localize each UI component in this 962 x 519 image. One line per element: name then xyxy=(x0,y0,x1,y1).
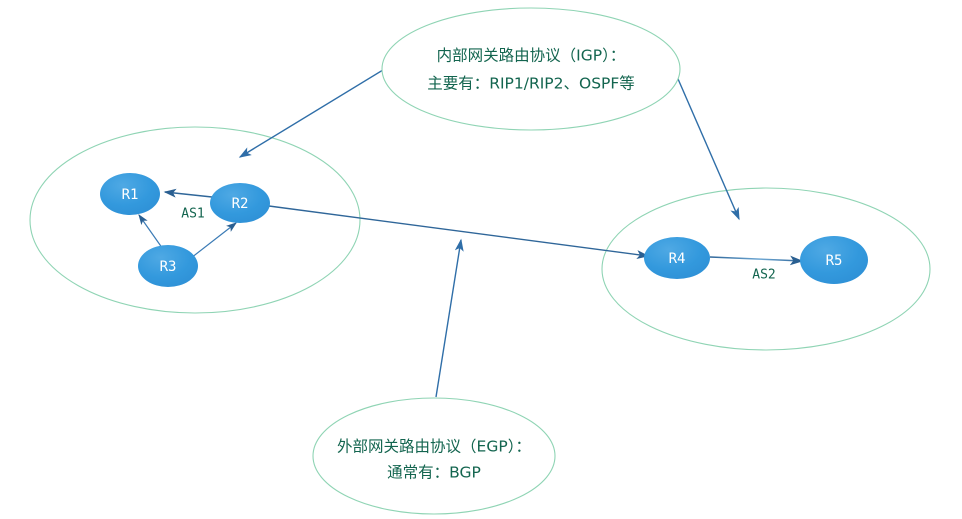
callout-pointer-egp-to-link xyxy=(435,238,464,398)
router-node-r1[interactable]: R1 xyxy=(100,173,160,215)
router-shape-r3 xyxy=(138,245,198,287)
router-label-r3: R3 xyxy=(160,259,177,275)
callout-egp-line1: 外部网关路由协议（EGP）： xyxy=(337,438,531,456)
router-node-r2[interactable]: R2 xyxy=(210,183,270,223)
callout-pointer-igp-to-as1 xyxy=(238,69,384,158)
callout-igp-line1: 内部网关路由协议（IGP）： xyxy=(437,47,626,65)
callout-egp-line2: 通常有：BGP xyxy=(387,464,481,482)
as2-label: AS2 xyxy=(752,268,775,283)
router-label-r5: R5 xyxy=(826,253,843,269)
router-shape-r2 xyxy=(210,183,270,223)
router-shape-r4 xyxy=(644,237,710,279)
router-label-r4: R4 xyxy=(669,251,686,267)
as1-label: AS1 xyxy=(181,207,204,222)
router-node-r3[interactable]: R3 xyxy=(138,245,198,287)
router-label-r2: R2 xyxy=(232,196,249,212)
callout-egp[interactable]: 外部网关路由协议（EGP）： 通常有：BGP xyxy=(312,397,556,515)
router-shape-r1 xyxy=(100,173,160,215)
link-r4-to-r5 xyxy=(709,255,804,266)
callout-igp[interactable]: 内部网关路由协议（IGP）： 主要有：RIP1/RIP2、OSPF等 xyxy=(381,7,681,131)
link-r3-to-r2 xyxy=(190,222,237,259)
router-shape-r5 xyxy=(800,236,868,284)
callout-egp-ellipse xyxy=(312,397,556,515)
router-node-r5[interactable]: R5 xyxy=(800,236,868,284)
callout-pointer-igp-to-as2 xyxy=(674,71,740,221)
link-r2-to-r4 xyxy=(268,205,650,259)
router-label-r1: R1 xyxy=(122,187,139,203)
router-node-r4[interactable]: R4 xyxy=(644,237,710,279)
as2-boundary-ellipse xyxy=(601,187,931,351)
callout-igp-ellipse xyxy=(381,7,681,131)
as1-boundary-group xyxy=(29,126,361,314)
link-r2-to-r1 xyxy=(163,188,213,198)
as1-boundary-ellipse xyxy=(29,126,361,314)
as2-boundary-group xyxy=(601,187,931,351)
callout-igp-line2: 主要有：RIP1/RIP2、OSPF等 xyxy=(427,75,635,93)
